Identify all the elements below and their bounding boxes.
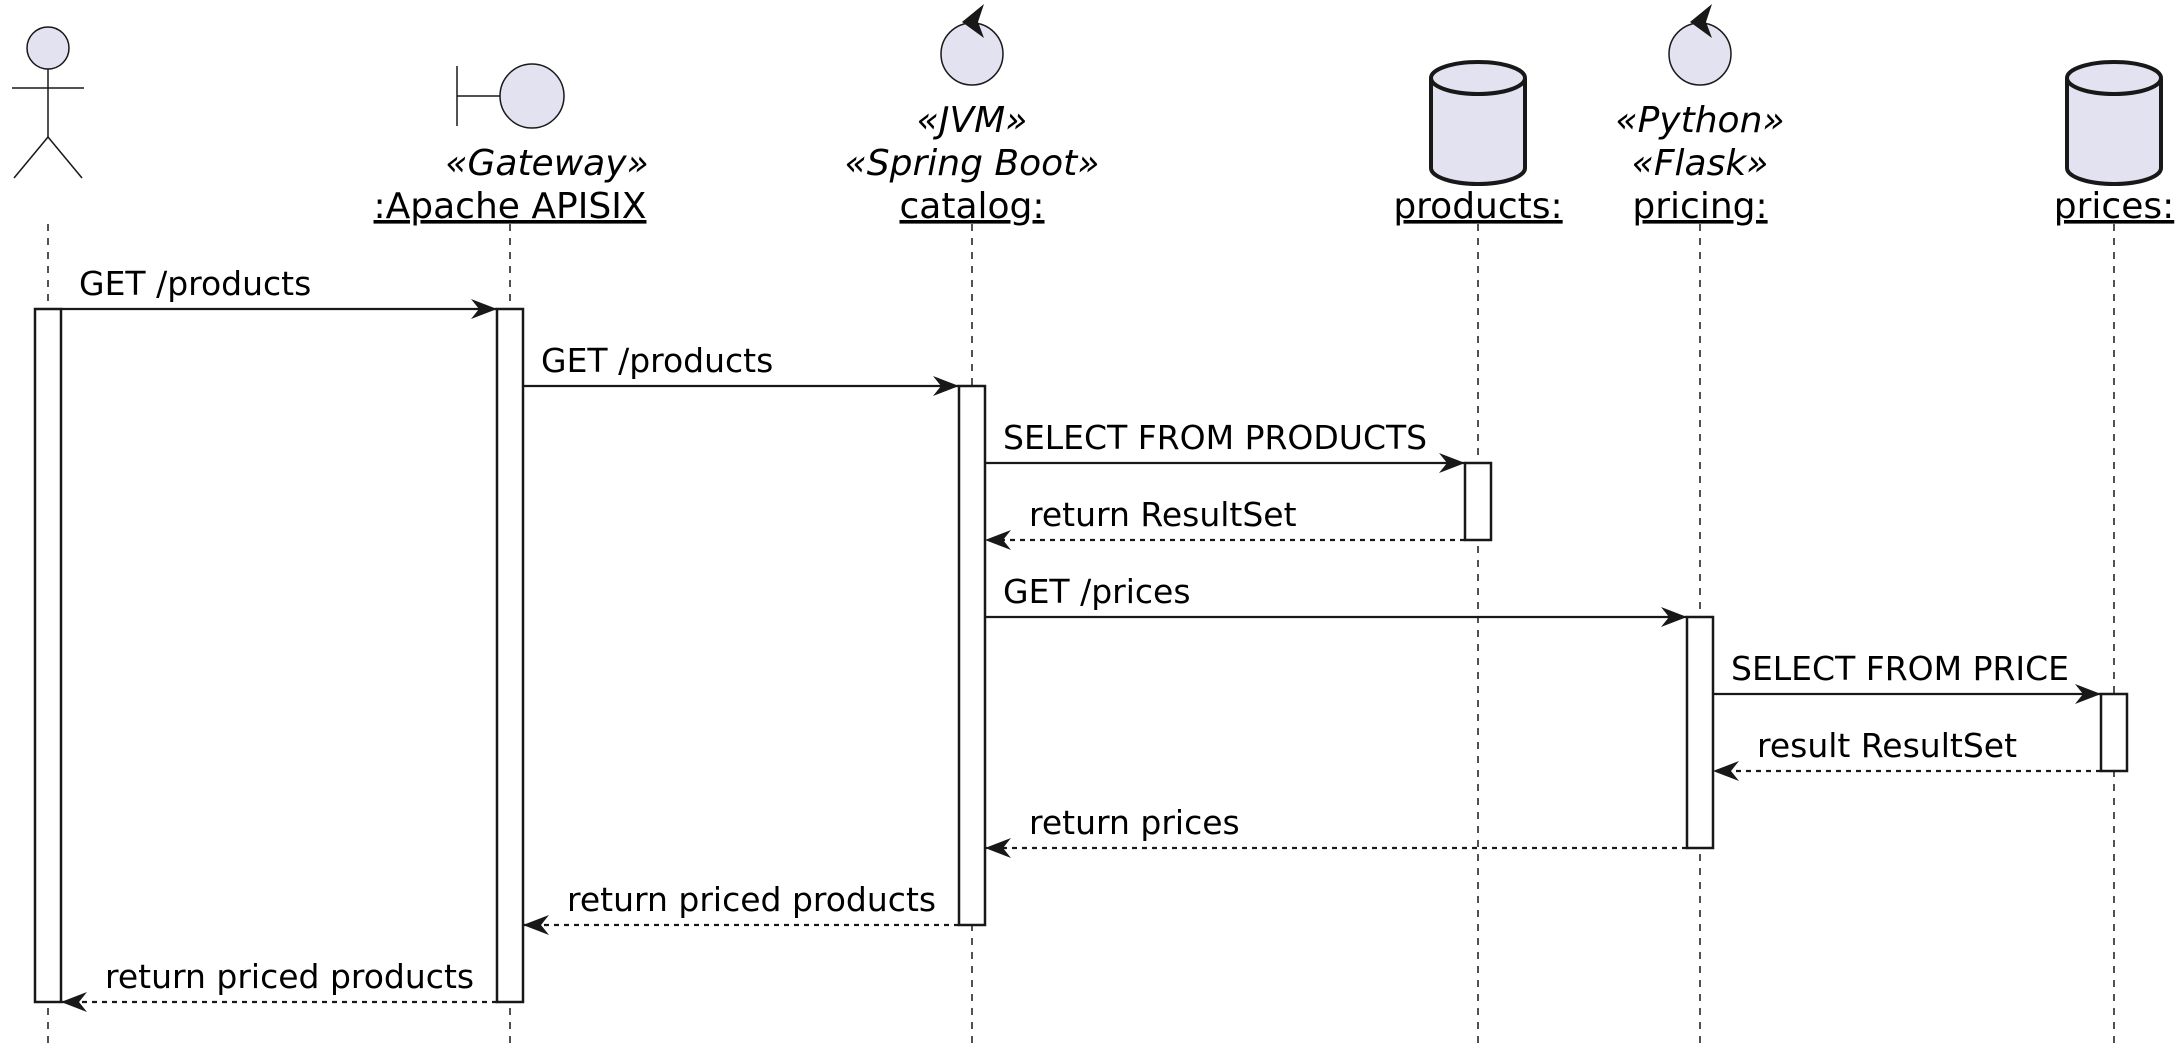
participant-name: pricing:	[1632, 186, 1767, 227]
message-label: result ResultSet	[1757, 726, 2017, 765]
message-5: GET /prices	[985, 572, 1687, 627]
message-1: GET /products	[61, 264, 497, 319]
message-9: return priced products	[523, 880, 959, 935]
message-label: GET /prices	[1003, 572, 1191, 611]
message-label: SELECT FROM PRODUCTS	[1003, 418, 1427, 457]
message-4: return ResultSet	[985, 495, 1465, 550]
control-icon	[940, 4, 1004, 86]
message-label: GET /products	[79, 264, 311, 303]
participant-catalog: «JVM»«Spring Boot»catalog:	[845, 4, 1100, 227]
participant-gateway: «Gateway»:Apache APISIX	[374, 63, 649, 227]
message-label: SELECT FROM PRICE	[1731, 649, 2069, 688]
database-icon	[1429, 60, 1527, 186]
message-6: SELECT FROM PRICE	[1713, 649, 2101, 704]
activation-gateway	[495, 307, 525, 1004]
participant-stereotype: «JVM»	[917, 100, 1028, 141]
participant-products: products:	[1393, 60, 1563, 227]
activation-prices	[2099, 692, 2129, 773]
message-2: GET /products	[523, 341, 959, 396]
message-label: GET /products	[541, 341, 773, 380]
participant-prices: prices:	[2054, 60, 2174, 227]
database-icon	[2065, 60, 2163, 186]
participant-name: :Apache APISIX	[374, 186, 647, 227]
participant-user	[12, 26, 84, 179]
control-icon	[1668, 4, 1732, 86]
actor-icon	[12, 26, 84, 179]
message-label: return prices	[1029, 803, 1240, 842]
message-label: return priced products	[567, 880, 936, 919]
participant-stereotype: «Python»	[1615, 100, 1784, 141]
participant-name: catalog:	[899, 186, 1044, 227]
participant-pricing: «Python»«Flask»pricing:	[1615, 4, 1785, 227]
participant-stereotype: «Gateway»	[445, 143, 648, 184]
participant-name: prices:	[2054, 186, 2174, 227]
participant-stereotype: «Spring Boot»	[845, 143, 1100, 184]
activation-pricing	[1685, 615, 1715, 850]
message-label: return priced products	[105, 957, 474, 996]
message-3: SELECT FROM PRODUCTS	[985, 418, 1465, 473]
participant-stereotype: «Flask»	[1632, 143, 1769, 184]
activation-user	[33, 307, 63, 1004]
message-7: result ResultSet	[1713, 726, 2101, 781]
message-10: return priced products	[61, 957, 497, 1012]
participant-name: products:	[1393, 186, 1562, 227]
activation-products	[1463, 461, 1493, 542]
activation-catalog	[957, 384, 987, 927]
boundary-icon	[456, 63, 565, 129]
message-8: return prices	[985, 803, 1687, 858]
message-label: return ResultSet	[1029, 495, 1297, 534]
